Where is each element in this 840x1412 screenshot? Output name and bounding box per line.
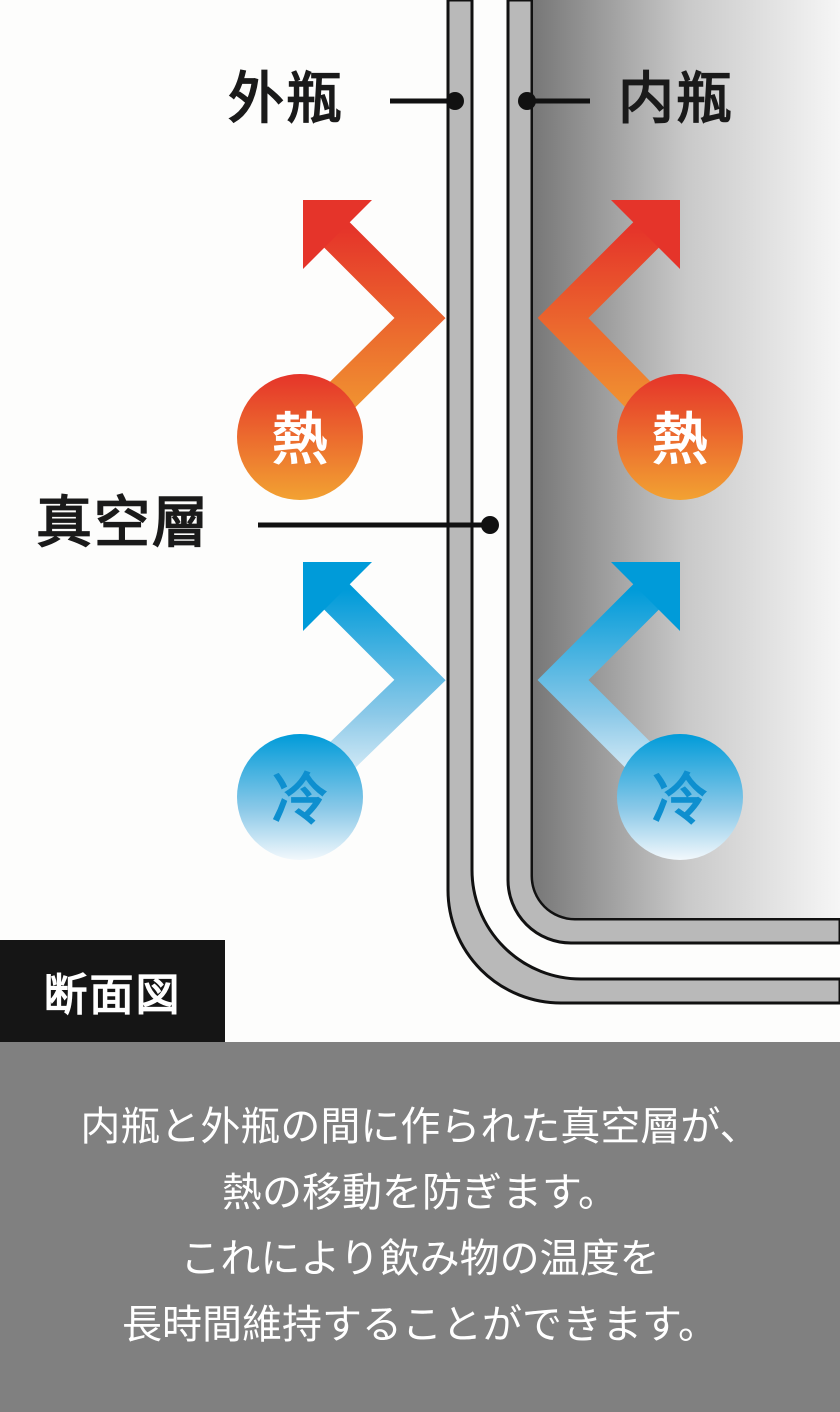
leader-vacuum-layer <box>258 516 499 534</box>
caption-line: これにより飲み物の温度を <box>180 1236 660 1282</box>
leader-inner-bottle <box>518 92 590 110</box>
leader-outer-bottle <box>390 92 464 110</box>
cold-marker-left: 冷 <box>272 768 328 833</box>
outer-bottle-label: 外瓶 <box>228 67 344 132</box>
caption-line: 内瓶と外瓶の間に作られた真空層が、 <box>80 1104 760 1150</box>
cold-arrow-right <box>537 562 743 860</box>
outer-bottle-wall <box>446 0 840 1005</box>
caption-line: 長時間維持することができます。 <box>122 1302 718 1348</box>
caption-box: 内瓶と外瓶の間に作られた真空層が、 熱の移動を防ぎます。 これにより飲み物の温度… <box>0 1042 840 1412</box>
section-tag: 断面図 <box>0 940 225 1042</box>
cold-marker-right: 冷 <box>652 768 708 833</box>
inner-bottle-wall <box>506 0 840 945</box>
caption-line: 熱の移動を防ぎます。 <box>222 1170 618 1216</box>
heat-marker-left: 熱 <box>272 408 328 473</box>
inner-bottle-label: 内瓶 <box>618 67 734 132</box>
cross-section-diagram: 熱 熱 冷 冷 <box>237 0 840 1005</box>
heat-arrow-right <box>537 200 743 500</box>
heat-arrow-left <box>237 200 446 500</box>
vacuum-layer-label: 真空層 <box>36 491 210 556</box>
cold-arrow-left <box>237 562 446 860</box>
heat-marker-right: 熱 <box>652 408 708 473</box>
